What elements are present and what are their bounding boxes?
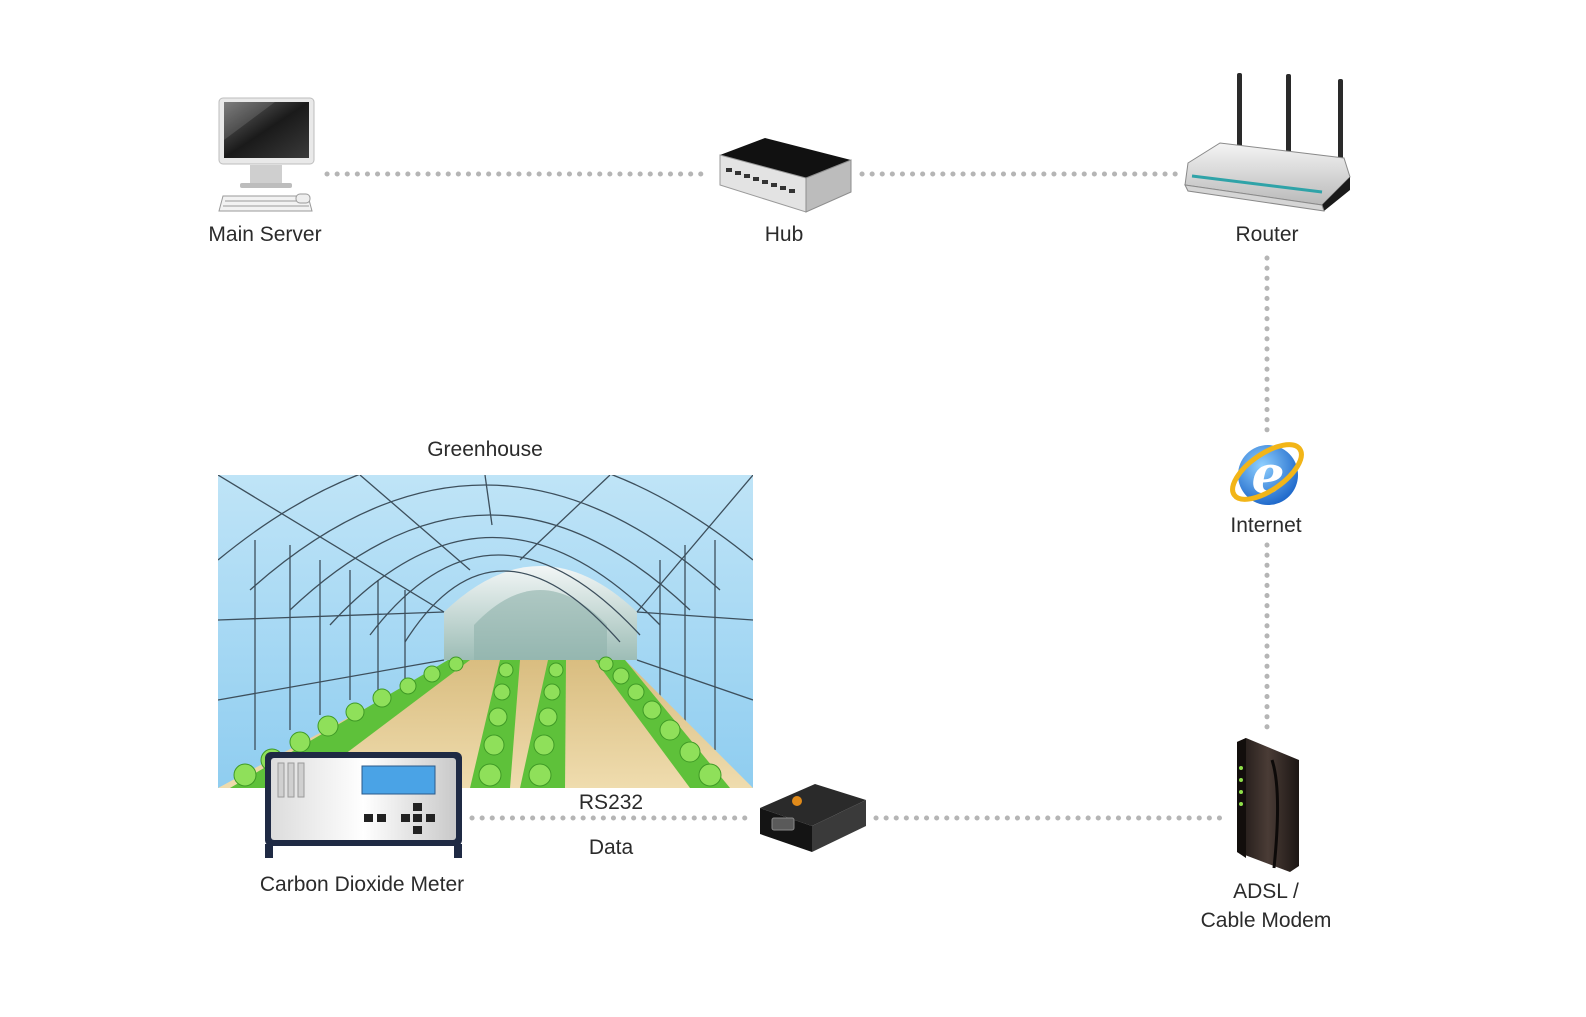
data-label: Data <box>589 836 634 859</box>
modem-icon <box>1237 738 1299 872</box>
modem-label-line2: Cable Modem <box>1201 909 1332 932</box>
hub-label: Hub <box>765 223 804 246</box>
converter-node[interactable] <box>760 784 866 852</box>
desktop-computer-icon <box>218 97 315 212</box>
rs232-label: RS232 <box>579 791 643 814</box>
router-label: Router <box>1235 223 1298 246</box>
serial-converter-icon <box>760 784 866 852</box>
co2-meter-icon <box>265 752 462 858</box>
co2-meter-label: Carbon Dioxide Meter <box>260 873 464 896</box>
greenhouse-label: Greenhouse <box>427 438 543 461</box>
internet-label: Internet <box>1230 514 1301 537</box>
greenhouse-illustration <box>218 475 753 788</box>
internet-node[interactable]: e Internet <box>1224 434 1310 537</box>
co2-meter-node[interactable]: Carbon Dioxide Meter <box>260 752 464 896</box>
internet-explorer-icon: e <box>1230 442 1304 506</box>
main-server-label: Main Server <box>208 223 321 246</box>
router-node[interactable]: Router <box>1184 73 1351 246</box>
wireless-router-icon <box>1184 73 1351 212</box>
connections <box>324 171 1270 821</box>
modem-node[interactable]: ADSL / Cable Modem <box>1201 738 1332 932</box>
modem-label-line1: ADSL / <box>1233 880 1299 903</box>
main-server-node[interactable]: Main Server <box>208 97 322 246</box>
hub-node[interactable]: Hub <box>719 138 852 246</box>
greenhouse-node: Greenhouse <box>218 438 753 788</box>
network-hub-icon <box>719 138 852 213</box>
